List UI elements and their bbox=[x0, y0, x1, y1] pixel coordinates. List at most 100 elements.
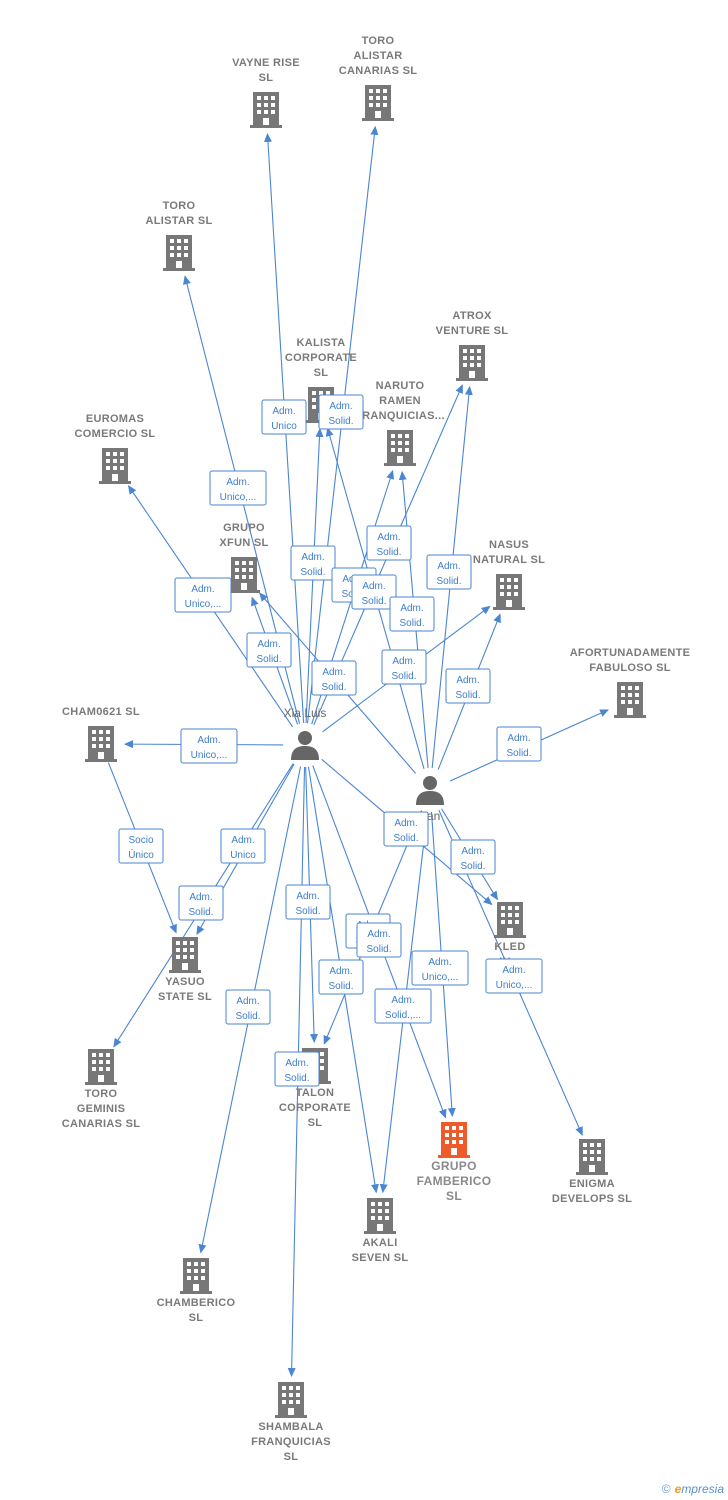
relation-text: Adm. bbox=[394, 818, 417, 829]
relation-text: Solid. bbox=[300, 567, 325, 578]
relation-label[interactable]: Adm. Solid. bbox=[496, 726, 542, 762]
relation-label[interactable]: Adm.Solid. bbox=[290, 545, 336, 581]
relation-label[interactable]: Adm.Solid. bbox=[351, 574, 397, 610]
relation-box bbox=[290, 545, 336, 581]
empresia-watermark[interactable]: ©empresia bbox=[662, 1482, 724, 1496]
relation-text: Solid.,... bbox=[385, 1010, 421, 1021]
relation-text: Adm. bbox=[428, 957, 451, 968]
relation-box bbox=[311, 660, 357, 696]
relation-label[interactable]: Adm. Unico bbox=[261, 399, 307, 435]
relation-box bbox=[220, 828, 266, 864]
relation-label[interactable]: Adm.Solid. bbox=[246, 632, 292, 668]
relation-text: Solid. bbox=[235, 1011, 260, 1022]
relation-label[interactable]: Adm.Unico,... bbox=[180, 728, 238, 764]
relation-text: Adm. bbox=[507, 733, 530, 744]
company-node-naruto[interactable]: NARUTORAMENFRANQUICIAS... bbox=[355, 380, 445, 466]
company-node-kled[interactable]: KLEDIN... bbox=[494, 902, 526, 968]
company-label-line: COMERCIO SL bbox=[75, 428, 156, 440]
relation-label[interactable]: Adm.Solid. bbox=[450, 839, 496, 875]
building-icon bbox=[576, 1139, 608, 1175]
building-icon bbox=[250, 92, 282, 128]
relation-label[interactable]: Adm.Solid. bbox=[445, 668, 491, 704]
relation-text: Solid. bbox=[376, 547, 401, 558]
person-node-xia[interactable]: Xia Luis bbox=[284, 706, 327, 760]
relation-text: Unico bbox=[271, 421, 297, 432]
relation-box bbox=[351, 574, 397, 610]
relation-label[interactable]: Adm.Solid. bbox=[311, 660, 357, 696]
relation-label[interactable]: Adm.Solid. bbox=[356, 922, 402, 958]
relation-text: Solid. bbox=[328, 416, 353, 427]
company-label-line: GEMINIS bbox=[77, 1103, 126, 1115]
building-icon bbox=[180, 1258, 212, 1294]
relation-label[interactable]: Adm. Solid. bbox=[178, 885, 224, 921]
building-icon bbox=[275, 1382, 307, 1418]
relation-box bbox=[496, 726, 542, 762]
company-label-line: CORPORATE bbox=[285, 352, 357, 364]
relation-text: Solid. bbox=[506, 748, 531, 759]
company-label-line: CORPORATE bbox=[279, 1102, 351, 1114]
relation-box bbox=[411, 950, 469, 986]
relation-label[interactable]: Adm.Solid. bbox=[381, 649, 427, 685]
relation-label[interactable]: Adm.Solid.,... bbox=[374, 988, 432, 1024]
relation-text: Solid. bbox=[188, 907, 213, 918]
company-label-line: AFORTUNADAMENTE bbox=[570, 647, 691, 659]
relation-text: Adm. bbox=[322, 667, 345, 678]
relation-text: Solid. bbox=[256, 654, 281, 665]
relation-label[interactable]: Adm.Unico bbox=[220, 828, 266, 864]
relation-box bbox=[174, 577, 232, 613]
relation-box bbox=[426, 554, 472, 590]
company-node-cham0621[interactable]: CHAM0621 SL bbox=[62, 706, 140, 762]
relation-text: Adm. bbox=[189, 892, 212, 903]
company-label-line: SL bbox=[259, 72, 274, 84]
building-icon bbox=[85, 1049, 117, 1085]
relation-label[interactable]: Adm. Unico,... bbox=[411, 950, 469, 986]
relation-text: Adm. bbox=[285, 1058, 308, 1069]
relation-label[interactable]: Adm.Solid. bbox=[318, 959, 364, 995]
company-label-line: YASUO bbox=[165, 976, 205, 988]
relation-box bbox=[381, 649, 427, 685]
relation-text: Solid. bbox=[295, 906, 320, 917]
relation-text: Adm. bbox=[329, 401, 352, 412]
relation-label[interactable]: Adm.Solid. bbox=[285, 884, 331, 920]
company-label-line: SL bbox=[446, 1189, 462, 1203]
relation-label[interactable]: Adm.Solid. bbox=[426, 554, 472, 590]
relation-text: Adm. bbox=[272, 406, 295, 417]
relation-label[interactable]: Adm.Unico,... bbox=[485, 958, 543, 994]
relation-label[interactable]: Adm.Solid. bbox=[225, 989, 271, 1025]
relation-label[interactable]: Adm.Unico,... bbox=[209, 470, 267, 506]
company-label-line: CHAM0621 SL bbox=[62, 706, 140, 718]
company-label-line: NASUS bbox=[489, 539, 529, 551]
relation-text: Unico,... bbox=[191, 750, 228, 761]
relation-label[interactable]: Adm.Unico,... bbox=[174, 577, 232, 613]
relation-text: Adm. bbox=[456, 675, 479, 686]
relation-label[interactable]: Adm. Solid. bbox=[318, 394, 364, 430]
building-icon bbox=[169, 937, 201, 973]
relation-label[interactable]: Adm.Solid. bbox=[383, 811, 429, 847]
relation-box bbox=[366, 525, 412, 561]
relation-label[interactable]: Adm.Solid. bbox=[274, 1051, 320, 1087]
relation-text: Unico,... bbox=[422, 972, 459, 983]
relation-label[interactable]: Adm.Solid. bbox=[366, 525, 412, 561]
relation-text: Adm. bbox=[392, 656, 415, 667]
relation-text: Adm. bbox=[231, 835, 254, 846]
relation-label[interactable]: Adm.Solid. bbox=[389, 596, 435, 632]
